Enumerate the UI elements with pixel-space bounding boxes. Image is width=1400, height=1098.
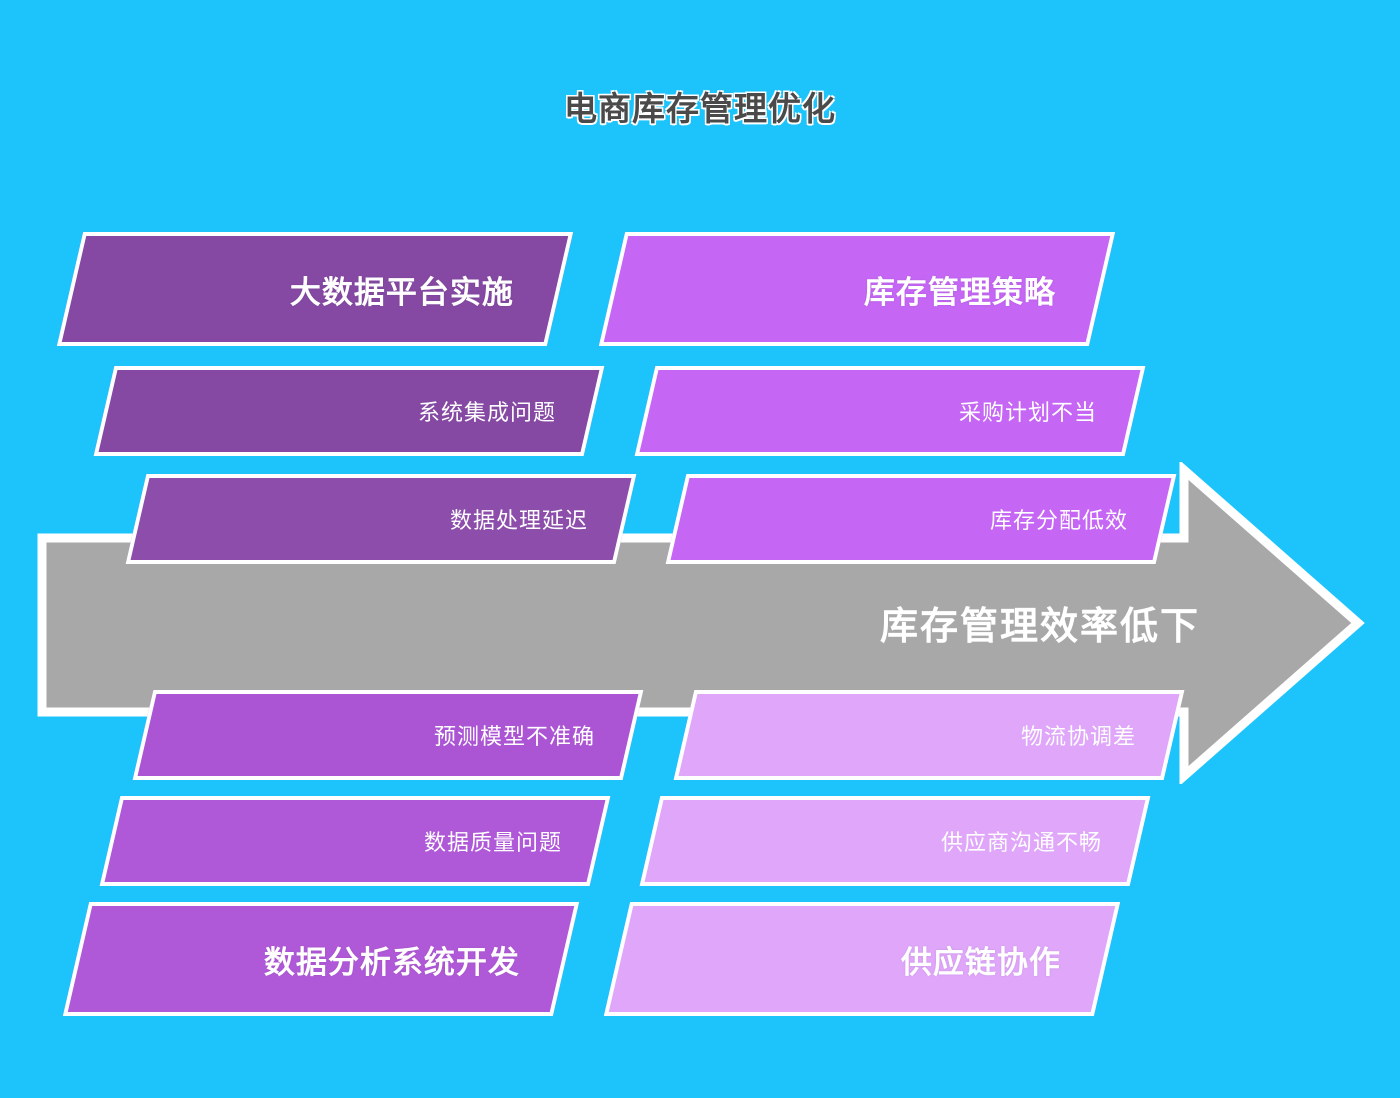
bar-label: 数据质量问题 [423,830,562,855]
branch-header-data-analysis-system[interactable]: 数据分析系统开发 [62,902,580,1016]
bar-label: 数据分析系统开发 [264,944,520,980]
bar-label: 大数据平台实施 [290,274,514,310]
bar-label: 系统集成问题 [417,400,556,425]
bar-label: 供应链协作 [901,944,1061,980]
cause-logistics-coordination-poor[interactable]: 物流协调差 [673,690,1185,780]
cause-data-quality-issue[interactable]: 数据质量问题 [99,796,611,886]
bar-label: 预测模型不准确 [433,724,595,749]
bar-label: 库存分配低效 [989,508,1128,533]
bar-label: 数据处理延迟 [449,508,588,533]
cause-purchase-plan-improper[interactable]: 采购计划不当 [634,366,1146,456]
bar-label: 供应商沟通不畅 [940,830,1102,855]
cause-forecast-model-inaccurate[interactable]: 预测模型不准确 [132,690,644,780]
bar-label: 采购计划不当 [958,400,1097,425]
diagram-title: 电商库存管理优化 [564,90,836,127]
branch-header-big-data-platform[interactable]: 大数据平台实施 [56,232,574,346]
cause-system-integration[interactable]: 系统集成问题 [93,366,605,456]
bar-label: 库存管理策略 [864,274,1056,310]
branch-header-supply-chain-collab[interactable]: 供应链协作 [603,902,1121,1016]
effect-label: 库存管理效率低下 [880,606,1201,648]
cause-inventory-allocation-inefficient[interactable]: 库存分配低效 [665,474,1177,564]
branch-header-inventory-strategy[interactable]: 库存管理策略 [598,232,1116,346]
bar-label: 物流协调差 [1020,724,1136,749]
cause-data-processing-delay[interactable]: 数据处理延迟 [125,474,637,564]
cause-supplier-communication-poor[interactable]: 供应商沟通不畅 [639,796,1151,886]
